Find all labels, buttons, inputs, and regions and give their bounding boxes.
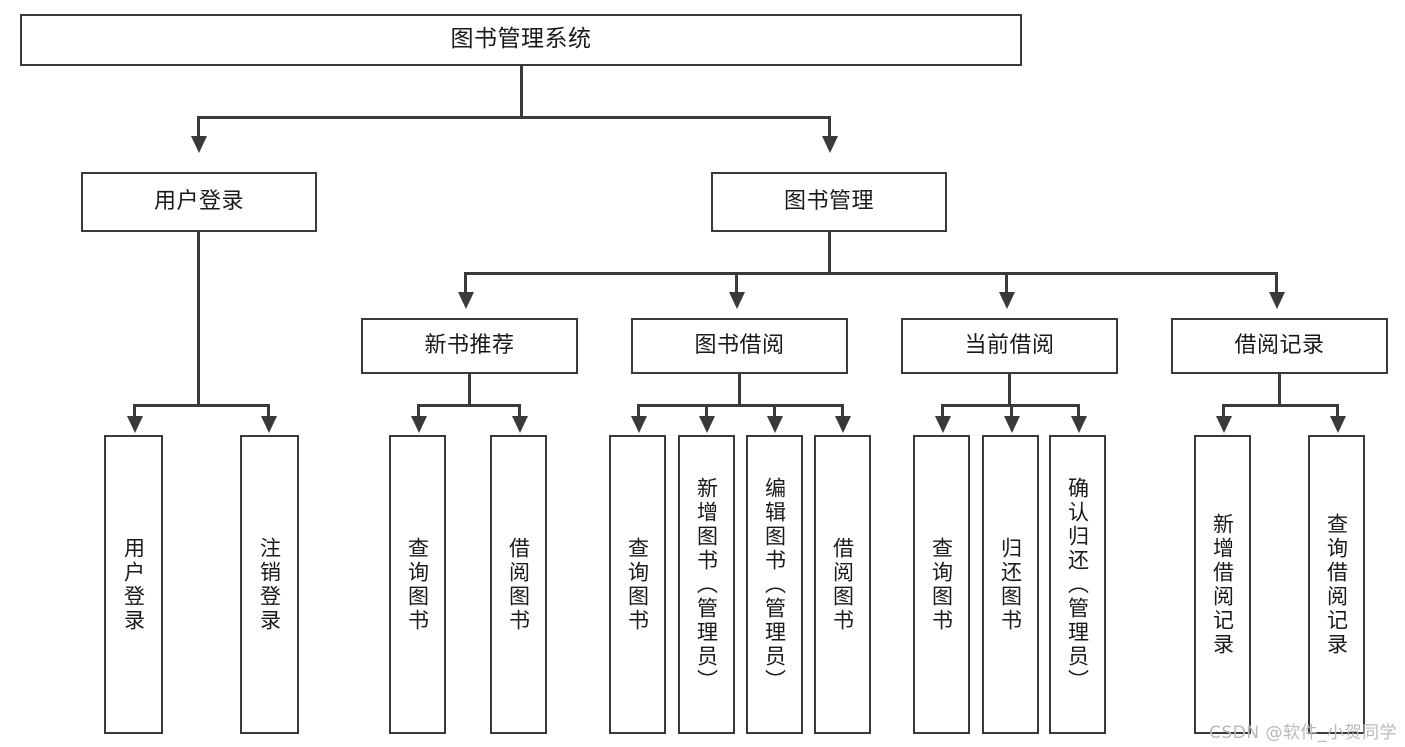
arrowhead-br-leaf-1: [1215, 416, 1232, 433]
arrowhead-to-user-login: [190, 136, 207, 153]
arrowhead-to-borrow-record: [1268, 292, 1285, 309]
node-label: 查询图书: [625, 536, 650, 633]
connector-nbr-drop-2: [518, 404, 521, 418]
arrowhead-to-current-borrow: [998, 292, 1015, 309]
arrowhead-nbr-leaf-1: [410, 416, 427, 433]
node-label: 借阅图书: [506, 536, 531, 633]
node-user-login[interactable]: 用户登录: [81, 172, 317, 232]
connector-user-login-bar: [133, 404, 270, 407]
connector-cb-drop-1: [941, 404, 944, 418]
arrowhead-nbr-leaf-2: [511, 416, 528, 433]
node-label: 图书管理: [783, 189, 874, 215]
leaf-bb-borrow-book[interactable]: 借阅图书: [814, 435, 871, 734]
arrowhead-br-leaf-2: [1329, 416, 1346, 433]
connector-bb-drop-1: [637, 404, 640, 418]
connector-to-borrow-record: [1275, 272, 1278, 294]
leaf-cb-query-book[interactable]: 查询图书: [913, 435, 970, 734]
connector-borrow-record-bar: [1222, 404, 1339, 407]
leaf-cb-confirm-return-admin[interactable]: 确认归还（管理员）: [1049, 435, 1106, 734]
connector-to-new-book-recommend: [464, 272, 467, 294]
leaf-br-add-record[interactable]: 新增借阅记录: [1194, 435, 1251, 734]
leaf-bb-add-book-admin[interactable]: 新增图书（管理员）: [678, 435, 735, 734]
connector-book-borrow-stem: [738, 374, 741, 406]
leaf-cb-return-book[interactable]: 归还图书: [982, 435, 1039, 734]
arrowhead-cb-leaf-3: [1070, 416, 1087, 433]
node-new-book-recommend[interactable]: 新书推荐: [361, 318, 578, 374]
leaf-nbr-query-book[interactable]: 查询图书: [389, 435, 446, 734]
arrowhead-bb-leaf-4: [834, 416, 851, 433]
connector-nbr-drop-1: [417, 404, 420, 418]
connector-bb-drop-3: [773, 404, 776, 418]
arrowhead-bb-leaf-1: [630, 416, 647, 433]
connector-to-book-management: [828, 116, 831, 138]
arrowhead-bb-leaf-2: [698, 416, 715, 433]
connector-book-management-stem: [828, 232, 831, 274]
node-root-book-management-system[interactable]: 图书管理系统: [20, 14, 1022, 66]
node-label: 查询借阅记录: [1324, 512, 1349, 657]
connector-to-current-borrow: [1005, 272, 1008, 294]
node-label: 注销登录: [257, 536, 282, 633]
connector-root-stem: [519, 66, 523, 118]
arrowhead-user-login-leaf-1: [126, 416, 143, 433]
leaf-user-login-signin[interactable]: 用户登录: [104, 435, 163, 734]
leaf-bb-query-book[interactable]: 查询图书: [609, 435, 666, 734]
connector-borrow-record-stem: [1278, 374, 1281, 406]
node-label: 编辑图书（管理员）: [762, 476, 787, 693]
node-label: 新增图书（管理员）: [694, 476, 719, 693]
arrowhead-cb-leaf-1: [934, 416, 951, 433]
connector-level2-bar: [197, 116, 831, 119]
connector-current-borrow-stem: [1008, 374, 1011, 406]
connector-new-book-recommend-stem: [468, 374, 471, 406]
connector-cb-drop-3: [1077, 404, 1080, 418]
connector-bb-drop-2: [705, 404, 708, 418]
node-label: 归还图书: [998, 536, 1023, 633]
connector-to-user-login: [197, 116, 200, 138]
node-book-management[interactable]: 图书管理: [711, 172, 947, 232]
connector-br-drop-2: [1336, 404, 1339, 418]
node-label: 用户登录: [121, 536, 146, 633]
node-label: 查询图书: [405, 536, 430, 633]
connector-new-book-recommend-bar: [417, 404, 521, 407]
arrowhead-to-new-book-recommend: [457, 292, 474, 309]
connector-user-login-drop-1: [133, 404, 136, 418]
leaf-br-query-record[interactable]: 查询借阅记录: [1308, 435, 1365, 734]
node-label: 新增借阅记录: [1210, 512, 1235, 657]
node-label: 借阅图书: [830, 536, 855, 633]
connector-to-book-borrow: [735, 272, 738, 294]
node-book-borrow[interactable]: 图书借阅: [631, 318, 848, 374]
arrowhead-user-login-leaf-2: [260, 416, 277, 433]
connector-user-login-stem: [197, 232, 200, 406]
arrowhead-bb-leaf-3: [766, 416, 783, 433]
arrowhead-cb-leaf-2: [1003, 416, 1020, 433]
connector-br-drop-1: [1222, 404, 1225, 418]
node-label: 用户登录: [153, 189, 244, 215]
leaf-bb-edit-book-admin[interactable]: 编辑图书（管理员）: [746, 435, 803, 734]
connector-cb-drop-2: [1010, 404, 1013, 418]
node-label: 图书管理系统: [450, 26, 592, 53]
connector-level3-bar: [464, 272, 1277, 275]
arrowhead-to-book-borrow: [728, 292, 745, 309]
leaf-user-login-signout[interactable]: 注销登录: [240, 435, 299, 734]
node-label: 当前借阅: [964, 333, 1055, 359]
connector-book-borrow-bar: [637, 404, 844, 407]
node-label: 借阅记录: [1234, 333, 1325, 359]
node-label: 新书推荐: [424, 333, 515, 359]
node-borrow-record[interactable]: 借阅记录: [1171, 318, 1388, 374]
leaf-nbr-borrow-book[interactable]: 借阅图书: [490, 435, 547, 734]
connector-bb-drop-4: [841, 404, 844, 418]
arrowhead-to-book-management: [821, 136, 838, 153]
node-label: 查询图书: [929, 536, 954, 633]
node-label: 图书借阅: [694, 333, 785, 359]
connector-user-login-drop-2: [267, 404, 270, 418]
node-label: 确认归还（管理员）: [1065, 476, 1090, 693]
csdn-watermark: CSDN @软件_小贺同学: [1209, 723, 1397, 743]
node-current-borrow[interactable]: 当前借阅: [901, 318, 1118, 374]
